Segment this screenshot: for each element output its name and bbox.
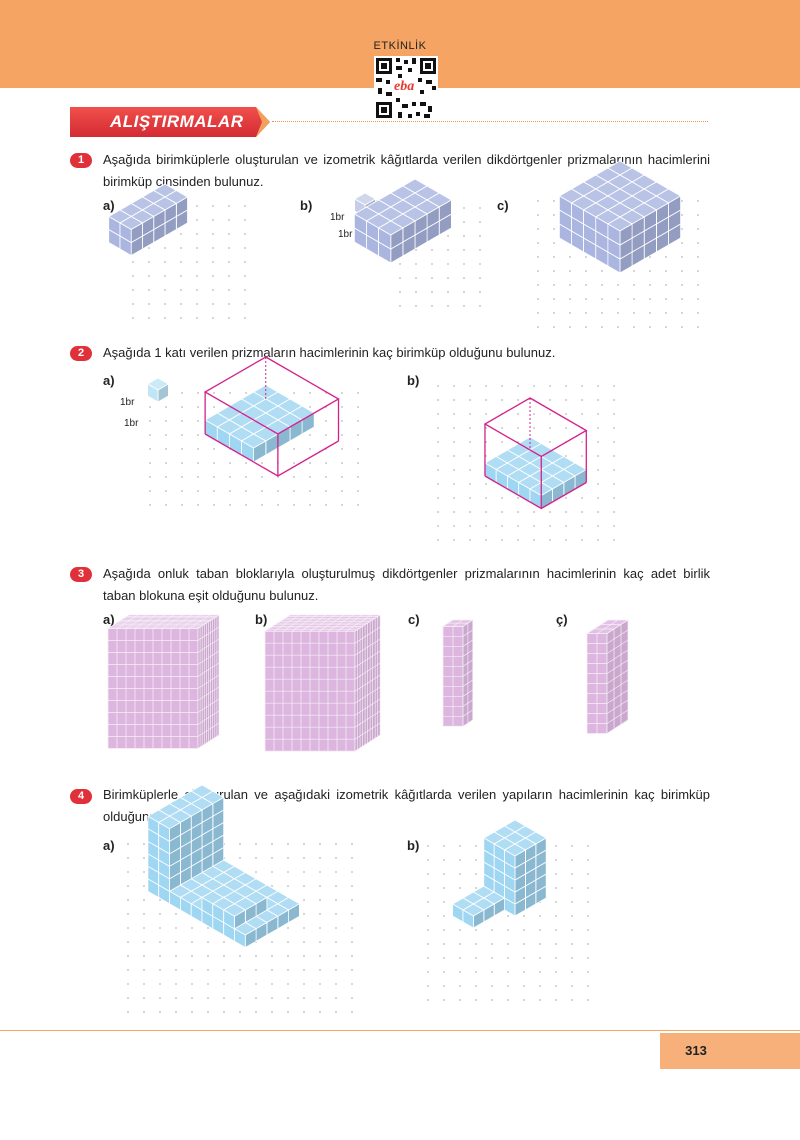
figure-3d [585, 619, 630, 735]
unit-label: 1br [338, 229, 353, 240]
eba-logo: eba [392, 79, 417, 94]
question-number: 2 [70, 346, 92, 361]
figure-2b [437, 385, 615, 541]
figure-3a [106, 614, 221, 750]
question-number: 4 [70, 789, 92, 804]
figure-1b [353, 178, 481, 307]
option-label: b) [407, 373, 420, 388]
question-number: 1 [70, 153, 92, 168]
unit-label: 1br [120, 397, 135, 408]
question-text: Aşağıda 1 katı verilen prizmaların hacim… [103, 345, 556, 360]
figure-1a [107, 183, 246, 319]
figure-3b [263, 614, 382, 752]
figure-3c [441, 619, 475, 728]
activity-label: ETKİNLİK [373, 40, 427, 52]
page-number: 313 [685, 1043, 707, 1058]
option-label: c) [408, 612, 420, 627]
question-number: 3 [70, 567, 92, 582]
option-label: a) [103, 198, 115, 213]
page-number-box [660, 1033, 800, 1069]
option-label: c) [497, 198, 509, 213]
option-label: a) [103, 373, 115, 388]
option-label: b) [300, 198, 313, 213]
option-label: a) [103, 612, 115, 627]
option-label: ç) [556, 612, 568, 627]
figure-4a [127, 784, 353, 1013]
option-label: b) [407, 838, 420, 853]
section-divider [272, 121, 708, 122]
unit-label: 1br [330, 212, 345, 223]
option-label: b) [255, 612, 268, 627]
option-label: a) [103, 838, 115, 853]
section-title: ALIŞTIRMALAR [110, 112, 244, 131]
section-banner [70, 107, 270, 137]
figure-4b [427, 819, 589, 1001]
figure-1c [537, 160, 699, 328]
unit-label: 1br [124, 418, 139, 429]
figure-2a [146, 356, 359, 506]
question-text: Aşağıda onluk taban bloklarıyla oluşturu… [103, 566, 710, 603]
question-text: Aşağıda birimküplerle oluşturulan ve izo… [103, 152, 710, 189]
footer-line [0, 1030, 800, 1031]
